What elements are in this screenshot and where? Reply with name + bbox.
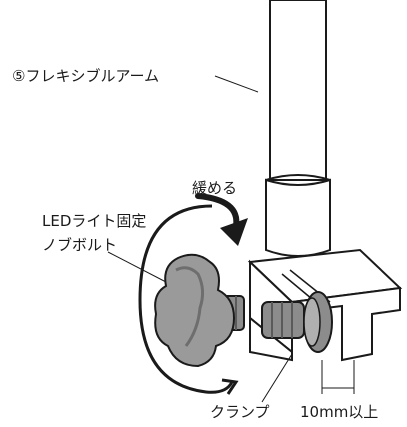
loosen-label: 緩める (192, 179, 238, 197)
curved-arrow-icon (138, 193, 248, 395)
knob-bolt-label-line2: ノブボルト (42, 236, 118, 254)
flexible-arm (269, 0, 327, 181)
arm-collar (265, 174, 331, 257)
knob-bolt-label-line1: LEDライト固定 (42, 212, 147, 230)
thickness-dimension (321, 360, 355, 394)
arm-leader-line (214, 75, 259, 93)
clamp-label: クランプ (210, 403, 270, 421)
knob-bolt (154, 253, 245, 368)
flexible-arm-label: ⑤フレキシブルアーム (12, 67, 160, 85)
min-thickness-label: 10mm以上 (300, 403, 379, 421)
clamp-leader-line (261, 353, 293, 403)
clamp-screw (261, 291, 333, 353)
knob-leader-line (107, 251, 167, 283)
